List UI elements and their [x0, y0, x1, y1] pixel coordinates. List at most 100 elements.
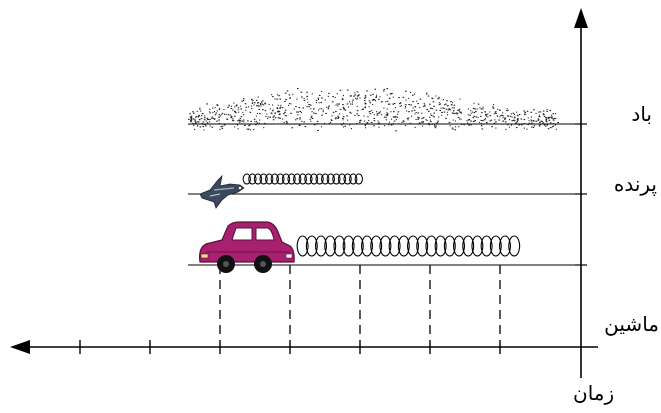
wind-dot — [499, 110, 501, 111]
wind-dot — [524, 119, 526, 120]
wind-dot — [300, 117, 301, 118]
wind-dot — [517, 123, 519, 124]
wind-dot — [546, 125, 548, 126]
wind-dot — [335, 105, 336, 106]
wind-dot — [473, 103, 474, 104]
wind-dot — [213, 118, 215, 119]
wind-dot — [228, 105, 229, 106]
wind-dot — [518, 124, 520, 125]
wind-dot — [360, 120, 362, 121]
wind-dot — [286, 115, 287, 116]
wind-dot — [224, 124, 226, 125]
wind-dot — [490, 120, 492, 121]
wind-dot — [550, 110, 552, 111]
wind-dot — [443, 99, 444, 100]
wind-dot — [285, 93, 287, 94]
wind-dot — [219, 114, 221, 115]
label-car: ماشین — [604, 314, 659, 334]
wind-dot — [492, 106, 494, 107]
wind-dot — [553, 113, 555, 114]
wind-dot — [273, 119, 275, 120]
wind-dot — [314, 124, 316, 125]
wind-dot — [481, 108, 483, 109]
wind-dot — [374, 120, 376, 121]
wind-dot — [216, 121, 218, 122]
wind-dot — [279, 118, 280, 119]
wind-dot — [529, 123, 530, 124]
wind-dot — [328, 96, 329, 97]
wind-dot — [528, 117, 529, 118]
wind-dot — [190, 121, 192, 122]
wind-dot — [401, 122, 402, 123]
wind-dot — [200, 126, 202, 127]
wind-dot — [279, 99, 281, 100]
wind-dot — [279, 111, 280, 112]
wind-dot — [543, 113, 545, 114]
wind-dot — [374, 114, 375, 115]
wind-dot — [439, 102, 440, 103]
wind-dot — [310, 121, 311, 122]
wind-dot — [267, 118, 268, 119]
wind-dot — [280, 118, 281, 119]
wind-dot — [231, 116, 233, 117]
wind-dot — [288, 105, 289, 106]
wind-dot — [430, 120, 431, 121]
wind-dot — [431, 98, 433, 99]
wind-dot — [386, 112, 387, 113]
wind-dot — [475, 111, 477, 112]
wind-dot — [265, 103, 267, 104]
wind-dot — [517, 120, 519, 121]
wind-dot — [450, 101, 452, 102]
wind-dot — [495, 113, 497, 114]
wind-dot — [368, 120, 369, 121]
wind-dot — [439, 104, 440, 105]
wind-dot — [352, 101, 353, 102]
wind-dot — [323, 111, 324, 112]
wind-dot — [279, 113, 281, 114]
wind-dot — [250, 129, 251, 130]
wind-dot — [523, 111, 525, 112]
wind-dot — [405, 104, 407, 105]
wind-dot — [527, 111, 529, 112]
wind-dot — [421, 118, 422, 119]
wind-dot — [355, 98, 356, 99]
wind-dot — [519, 114, 521, 115]
wind-dot — [236, 105, 238, 106]
wind-dot — [421, 121, 422, 122]
wind-dot — [471, 124, 472, 125]
wind-dot — [235, 112, 237, 113]
wind-dot — [433, 113, 435, 114]
wind-dot — [476, 116, 478, 117]
wind-dot — [437, 122, 439, 123]
wind-dot — [240, 108, 242, 109]
wind-dot — [405, 100, 406, 101]
wind-dot — [331, 120, 333, 121]
wind-dot — [393, 111, 395, 112]
wind-dot — [473, 108, 475, 109]
wind-dot — [423, 106, 425, 107]
wind-dot — [273, 117, 275, 118]
wind-dot — [428, 96, 430, 97]
wind-dot — [351, 113, 352, 114]
wind-dot — [337, 93, 338, 94]
wind-dot — [238, 107, 239, 108]
wind-dot — [283, 113, 285, 114]
wind-dot — [468, 125, 470, 126]
wind-dot — [408, 104, 410, 105]
wind-dot — [486, 116, 487, 117]
wind-dot — [557, 122, 559, 123]
wind-dot — [529, 120, 530, 121]
wind-dot — [453, 110, 454, 111]
wind-dot — [319, 108, 320, 109]
wind-dot — [321, 115, 323, 116]
wind-dot — [383, 89, 385, 90]
wind-dot — [228, 114, 230, 115]
wind-dot — [343, 116, 345, 117]
wind-dot — [491, 120, 492, 121]
wind-dot — [239, 122, 241, 123]
wind-dot — [426, 109, 428, 110]
wind-dot — [251, 108, 252, 109]
wind-dot — [370, 102, 372, 103]
wind-dot — [222, 128, 224, 129]
wind-dot — [502, 112, 503, 113]
